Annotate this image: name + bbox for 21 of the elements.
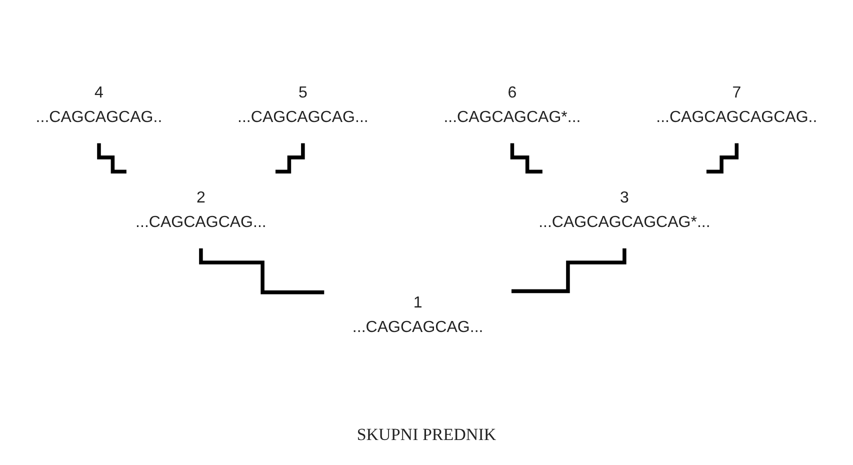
node-label: ...CAGCAGCAG... <box>238 108 368 126</box>
node-label: ...CAGCAGCAGCAG*... <box>538 213 710 231</box>
node-label: ...CAGCAGCAG*... <box>444 108 581 126</box>
connector <box>512 246 626 294</box>
node-label: ...CAGCAGCAG.. <box>36 108 162 126</box>
node-text: 2 <box>196 188 206 206</box>
node-text: 7 <box>732 84 742 102</box>
connector <box>510 141 542 174</box>
connector <box>276 141 305 174</box>
connector <box>97 141 126 174</box>
caption: SKUPNI PREDNIK <box>356 425 498 445</box>
node-text: 4 <box>94 84 104 102</box>
node-label: ...CAGCAGCAGCAG.. <box>656 108 818 126</box>
node-text: 1 <box>413 294 422 312</box>
connector <box>199 246 324 294</box>
node-text: 3 <box>620 188 629 206</box>
node-label: ...CAGCAGCAG... <box>136 213 266 231</box>
node-label: ...CAGCAGCAG... <box>352 318 484 336</box>
node-text: 5 <box>298 84 308 102</box>
node-text: 6 <box>508 84 517 102</box>
connector <box>706 141 739 174</box>
